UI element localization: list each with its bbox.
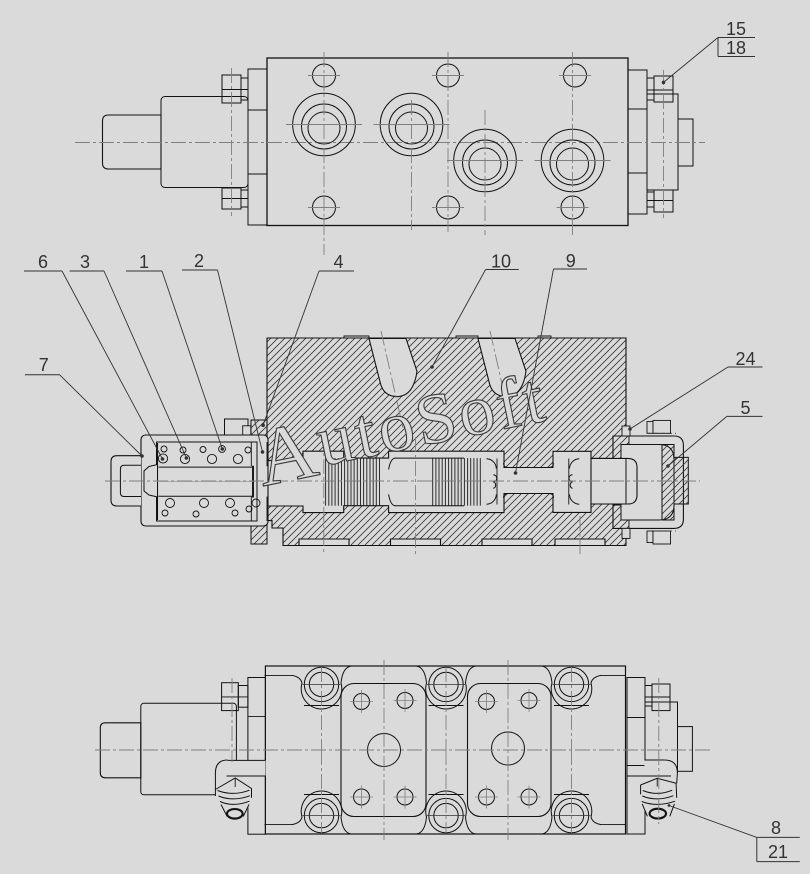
svg-text:21: 21 xyxy=(768,842,788,862)
svg-text:3: 3 xyxy=(80,252,90,272)
svg-text:4: 4 xyxy=(333,252,343,272)
svg-text:7: 7 xyxy=(39,355,49,375)
svg-text:6: 6 xyxy=(38,252,48,272)
svg-text:2: 2 xyxy=(194,251,204,271)
svg-text:10: 10 xyxy=(491,252,511,272)
svg-text:8: 8 xyxy=(771,818,781,838)
svg-text:5: 5 xyxy=(740,398,750,418)
svg-text:18: 18 xyxy=(726,38,746,58)
svg-text:24: 24 xyxy=(735,349,755,369)
svg-text:9: 9 xyxy=(566,251,576,271)
svg-text:1: 1 xyxy=(139,252,149,272)
svg-text:15: 15 xyxy=(726,19,746,39)
